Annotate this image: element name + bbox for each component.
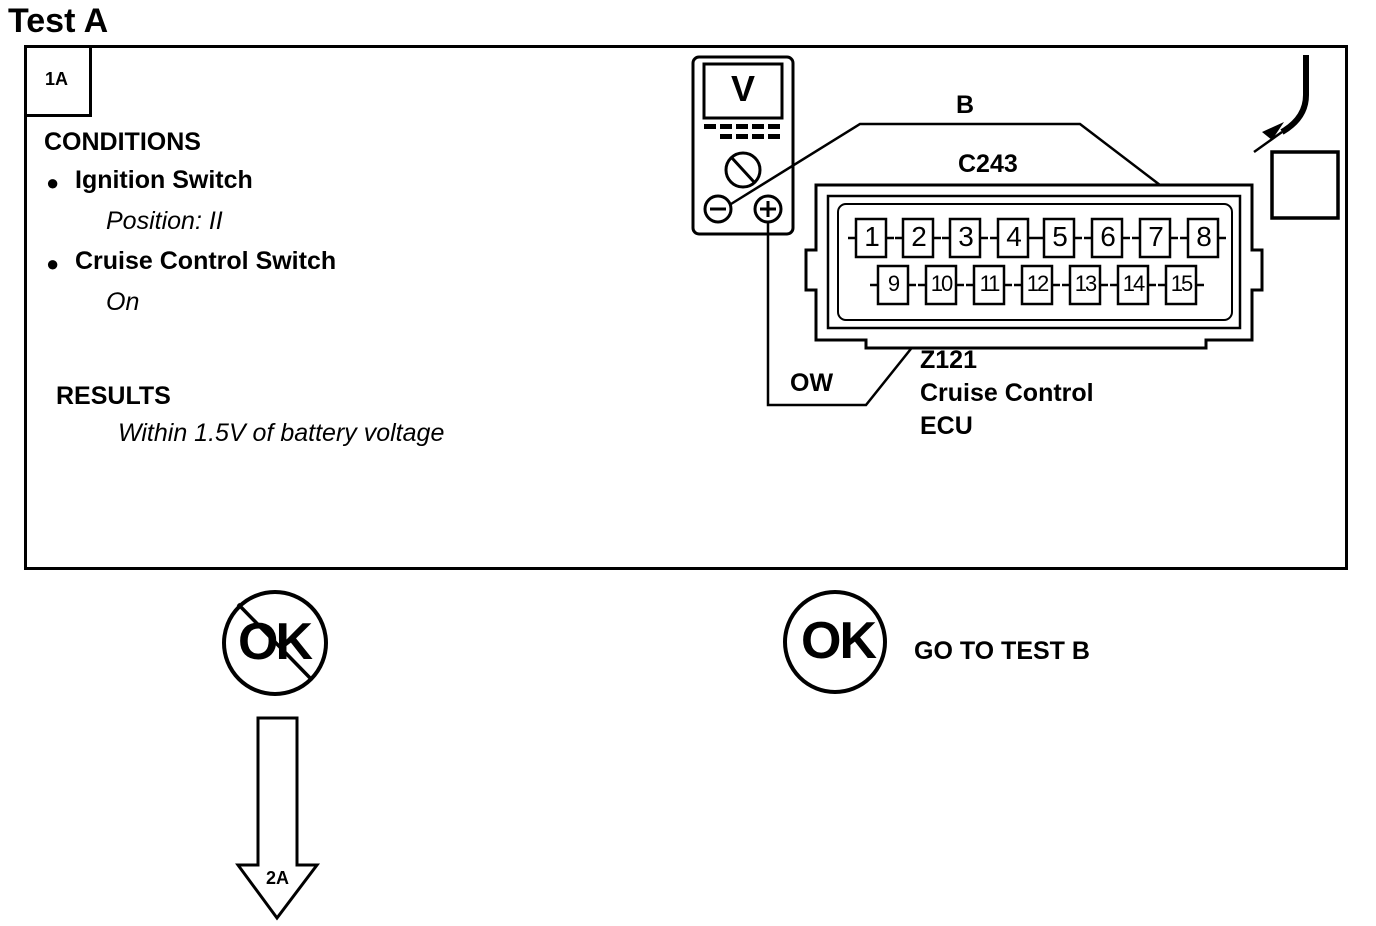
- condition-cruise-label: Cruise Control Switch: [75, 247, 337, 275]
- component-type: ECU: [920, 412, 973, 440]
- ok-label: OK: [801, 612, 877, 670]
- connector-pin-10: 10: [930, 271, 953, 296]
- not-ok-icon: [222, 590, 328, 696]
- ok-icon: [783, 590, 887, 694]
- results-heading: RESULTS: [56, 382, 171, 410]
- ok-action: GO TO TEST B: [914, 637, 1090, 665]
- connector-pin-15: 15: [1170, 271, 1193, 296]
- condition-ignition-value: Position: II: [106, 207, 223, 235]
- connector-pin-14: 14: [1122, 271, 1145, 296]
- location-icon: [1253, 55, 1340, 220]
- wire-b-label: B: [956, 91, 975, 119]
- bullet: ●: [46, 251, 60, 276]
- connector-pin-12: 12: [1026, 271, 1049, 296]
- test-panel: [24, 45, 1348, 570]
- connector-pin-5: 5: [1052, 221, 1068, 252]
- component-name: Cruise Control: [920, 379, 1094, 407]
- meter-label: V: [730, 68, 755, 109]
- connector-pin-8: 8: [1196, 221, 1212, 252]
- connector-pin-2: 2: [911, 221, 927, 252]
- down-arrow-icon: [235, 716, 321, 921]
- bullet: ●: [46, 170, 60, 195]
- connector-pin-1: 1: [864, 221, 880, 252]
- condition-ignition-label: Ignition Switch: [75, 166, 253, 194]
- connector-pin-4: 4: [1006, 221, 1022, 252]
- connector-pin-13: 13: [1074, 271, 1097, 296]
- connector-pin-9: 9: [887, 271, 900, 296]
- not-ok-label: OK: [238, 613, 313, 671]
- next-step-label: 2A: [265, 868, 289, 888]
- connector-pin-6: 6: [1100, 221, 1116, 252]
- component-id: Z121: [920, 346, 977, 374]
- condition-cruise-value: On: [106, 288, 140, 316]
- step-label: 1A: [24, 45, 92, 117]
- results-text: Within 1.5V of battery voltage: [118, 419, 445, 447]
- connector-pin-3: 3: [958, 221, 974, 252]
- connector-id: C243: [958, 150, 1018, 178]
- conditions-heading: CONDITIONS: [44, 128, 201, 156]
- connector-pin-7: 7: [1148, 221, 1164, 252]
- connector-pin-11: 11: [979, 271, 1001, 296]
- voltmeter-icon: [691, 55, 795, 236]
- wire-ow-label: OW: [790, 369, 834, 397]
- page-title: Test A: [8, 2, 109, 40]
